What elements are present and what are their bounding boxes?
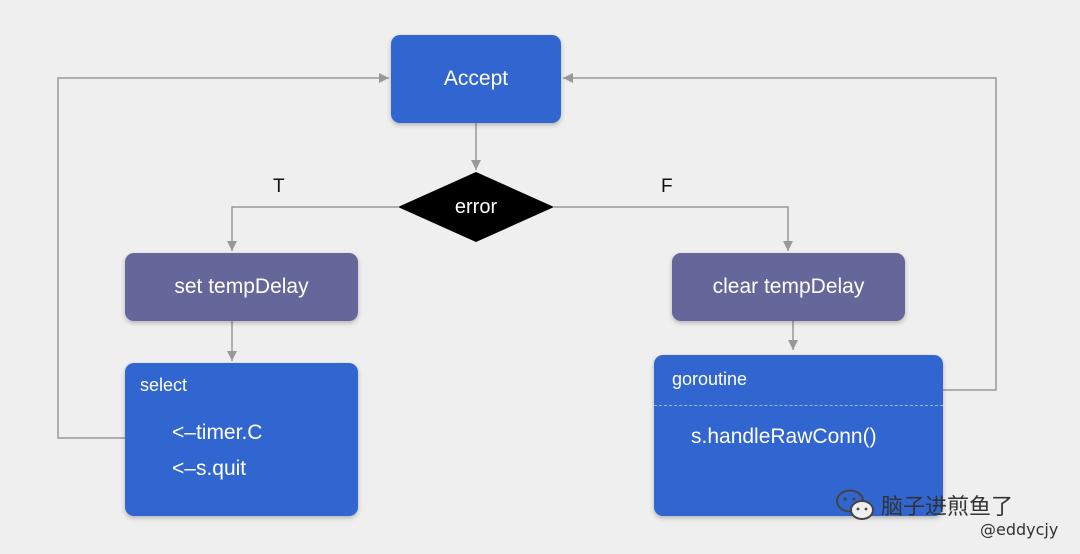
true-label: T [273, 176, 285, 197]
watermark: 脑子进煎鱼了 [835, 488, 1013, 522]
decision-label: error [454, 195, 498, 218]
edge-select-loop [57, 73, 389, 439]
select-header: select [140, 375, 188, 395]
goroutine-block: goroutine s.handleRawConn() [654, 355, 943, 516]
watermark-name: 脑子进煎鱼了 [881, 495, 1014, 520]
goroutine-divider [654, 405, 943, 406]
accept-node: Accept [391, 35, 561, 123]
watermark-handle: @eddycjy [980, 520, 1059, 539]
select-case-quit: <–s.quit [172, 457, 247, 480]
clear-tempdelay-node: clear tempDelay [672, 253, 905, 321]
select-block: select <–timer.C <–s.quit [125, 363, 358, 516]
edge-goroutine-loop [563, 73, 997, 391]
edge-decision-to-clear [554, 206, 793, 251]
false-label: F [661, 176, 673, 197]
set-tempdelay-node: set tempDelay [125, 253, 358, 321]
select-case-timer: <–timer.C [172, 421, 263, 444]
goroutine-body: s.handleRawConn() [691, 425, 877, 448]
clear-tempdelay-label: clear tempDelay [712, 275, 865, 298]
goroutine-header: goroutine [672, 369, 748, 389]
decision-diamond [398, 172, 554, 242]
accept-label: Accept [443, 67, 509, 90]
wechat-icon [836, 489, 874, 520]
set-tempdelay-label: set tempDelay [174, 275, 309, 298]
edge-decision-to-set [227, 206, 398, 251]
